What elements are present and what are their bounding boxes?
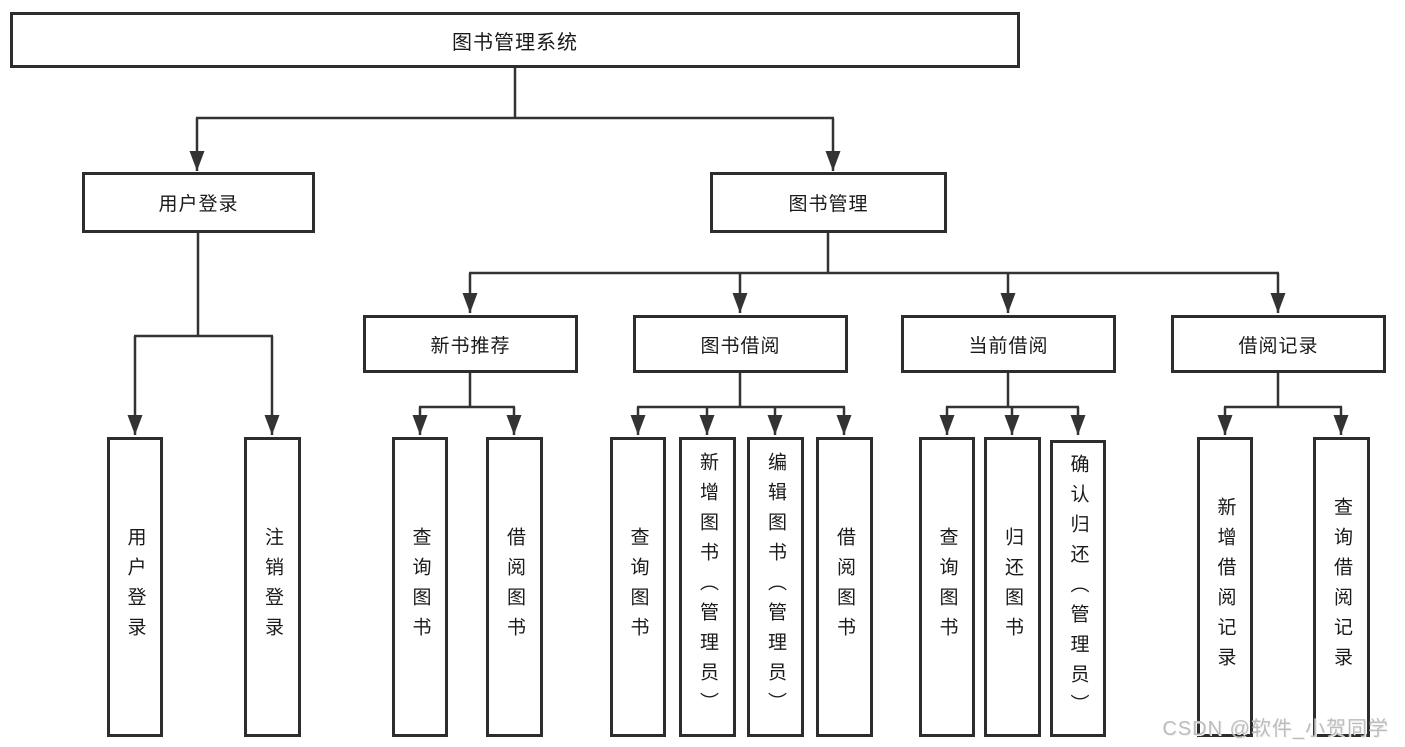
node-current-borrowing-label: 当前借阅 (968, 335, 1049, 357)
leaf-borrow-books-recommend: 借阅图书 (486, 437, 543, 737)
leaf-return-books: 归还图书 (984, 437, 1041, 737)
leaf-confirm-return-admin-label: 确认归还（管理员） (1067, 453, 1089, 724)
node-root-label: 图书管理系统 (452, 31, 578, 54)
leaf-borrow-books-borrowing: 借阅图书 (816, 437, 873, 737)
leaf-add-borrow-record: 新增借阅记录 (1197, 437, 1253, 737)
leaf-query-books-current: 查询图书 (919, 437, 975, 737)
leaf-user-login: 用户登录 (107, 437, 163, 737)
node-root: 图书管理系统 (10, 12, 1020, 68)
leaf-logout: 注销登录 (244, 437, 301, 737)
leaf-logout-label: 注销登录 (262, 527, 283, 647)
leaf-edit-book-admin: 编辑图书（管理员） (747, 437, 804, 737)
node-book-borrowing-label: 图书借阅 (700, 335, 781, 357)
leaf-query-books-borrowing-label: 查询图书 (627, 527, 649, 647)
leaf-user-login-label: 用户登录 (124, 527, 146, 647)
node-new-book-recommend-label: 新书推荐 (430, 335, 511, 357)
leaf-query-borrow-record-label: 查询借阅记录 (1331, 497, 1352, 677)
leaf-query-books-recommend: 查询图书 (392, 437, 448, 737)
leaf-query-books-current-label: 查询图书 (936, 527, 958, 647)
node-current-borrowing: 当前借阅 (901, 315, 1116, 373)
leaf-confirm-return-admin: 确认归还（管理员） (1050, 440, 1106, 737)
node-book-borrowing: 图书借阅 (633, 315, 848, 373)
leaf-return-books-label: 归还图书 (1002, 527, 1023, 647)
leaf-borrow-books-borrowing-label: 借阅图书 (834, 527, 855, 647)
leaf-borrow-books-recommend-label: 借阅图书 (504, 527, 525, 647)
leaf-query-borrow-record: 查询借阅记录 (1313, 437, 1370, 737)
node-user-login-label: 用户登录 (158, 194, 239, 215)
leaf-add-book-admin-label: 新增图书（管理员） (697, 452, 718, 722)
leaf-query-books-borrowing: 查询图书 (610, 437, 666, 737)
node-user-login: 用户登录 (82, 172, 315, 233)
node-new-book-recommend: 新书推荐 (363, 315, 578, 373)
node-book-management-label: 图书管理 (788, 194, 869, 215)
leaf-edit-book-admin-label: 编辑图书（管理员） (765, 452, 786, 722)
leaf-add-book-admin: 新增图书（管理员） (679, 437, 736, 737)
csdn-watermark: CSDN @软件_小贺同学 (1162, 718, 1389, 740)
node-borrowing-records: 借阅记录 (1171, 315, 1386, 373)
node-borrowing-records-label: 借阅记录 (1238, 335, 1319, 357)
node-book-management: 图书管理 (710, 172, 947, 233)
leaf-query-books-recommend-label: 查询图书 (409, 527, 431, 647)
leaf-add-borrow-record-label: 新增借阅记录 (1214, 497, 1236, 677)
